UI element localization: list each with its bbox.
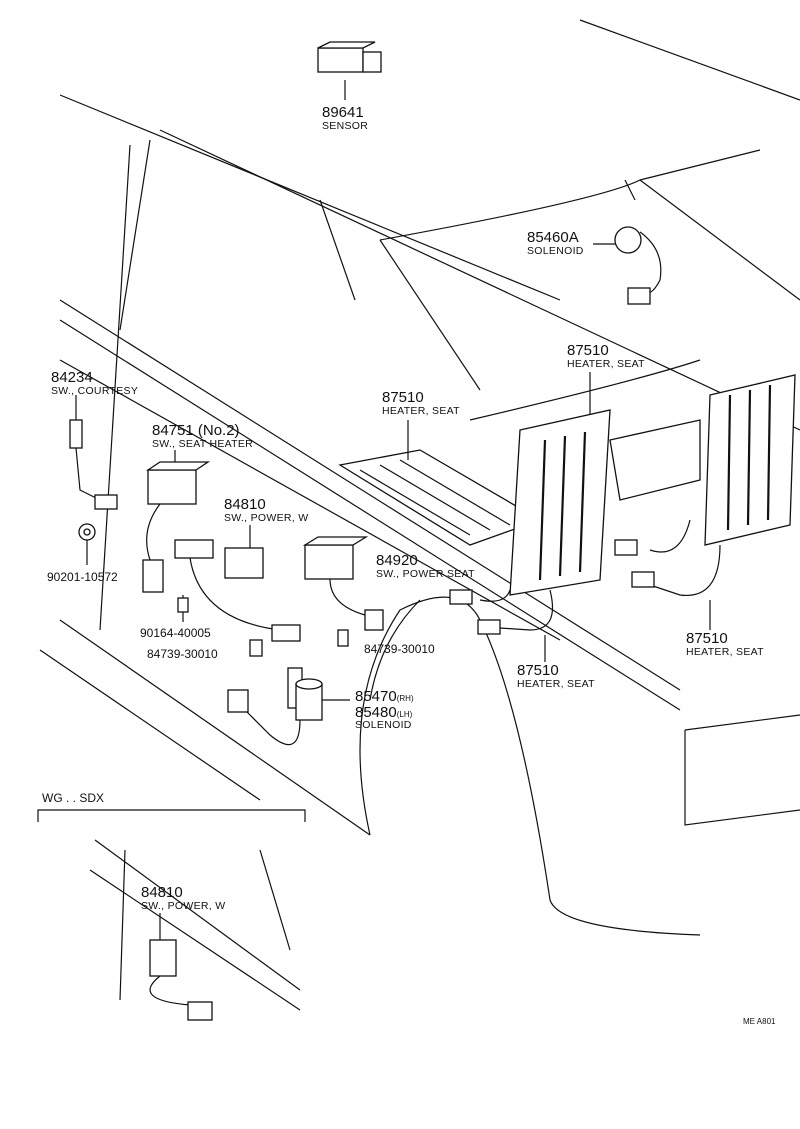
part-number-90164-40005: 90164-40005 bbox=[140, 626, 211, 640]
part-number-84739-30010-b: 84739-30010 bbox=[364, 642, 435, 656]
part-name-heater-seat-c: HEATER, SEAT bbox=[686, 646, 764, 658]
part-number-85480: 85480(LH) bbox=[355, 704, 413, 721]
seat-heater-switch-part bbox=[142, 450, 211, 593]
part-side-lh: (LH) bbox=[396, 710, 413, 719]
part-name-solenoid-85460a: SOLENOID bbox=[527, 245, 584, 257]
part-number-89641: 89641 bbox=[322, 104, 364, 121]
power-window-switch-part bbox=[174, 525, 301, 657]
part-name-sensor: SENSOR bbox=[322, 120, 369, 132]
inset-label: WG . . SDX bbox=[42, 791, 105, 805]
part-name-power-seat-switch: SW., POWER SEAT bbox=[376, 568, 475, 580]
part-number-85460a: 85460A bbox=[527, 229, 579, 246]
inset-bracket bbox=[37, 809, 306, 1021]
part-number-84920: 84920 bbox=[376, 552, 418, 569]
part-name-seat-heater-switch: SW., SEAT HEATER bbox=[152, 438, 254, 450]
part-number-87510-d: 87510 bbox=[517, 662, 559, 679]
part-name-solenoid-85470: SOLENOID bbox=[355, 719, 412, 731]
solenoid-part-85460a bbox=[593, 226, 662, 305]
part-side-rh: (RH) bbox=[396, 694, 414, 703]
part-number-84234: 84234 bbox=[51, 369, 93, 386]
seat-heater-panels bbox=[338, 372, 796, 662]
part-number-85470: 85470(RH) bbox=[355, 688, 414, 705]
power-seat-switch-part bbox=[302, 536, 384, 647]
courtesy-switch-part bbox=[69, 395, 118, 565]
part-name-power-window-switch-b: SW., POWER, W bbox=[141, 900, 226, 912]
part-name-power-window-switch-a: SW., POWER, W bbox=[224, 512, 309, 524]
reference-code: ME A801 bbox=[743, 1017, 776, 1026]
part-name-heater-seat-b: HEATER, SEAT bbox=[382, 405, 460, 417]
solenoid-part-85470 bbox=[227, 667, 350, 746]
part-number-84810-b: 84810 bbox=[141, 884, 183, 901]
part-number-87510-c: 87510 bbox=[686, 630, 728, 647]
part-number-87510-a: 87510 bbox=[567, 342, 609, 359]
part-number-84751: 84751 (No.2) bbox=[152, 422, 240, 439]
part-name-heater-seat-a: HEATER, SEAT bbox=[567, 358, 645, 370]
sensor-part bbox=[317, 41, 382, 100]
part-number-84739-30010-a: 84739-30010 bbox=[147, 647, 218, 661]
part-number-84810-a: 84810 bbox=[224, 496, 266, 513]
part-number-87510-b: 87510 bbox=[382, 389, 424, 406]
part-name-courtesy-switch: SW., COURTESY bbox=[51, 385, 139, 397]
part-number-90201-10572: 90201-10572 bbox=[47, 570, 118, 584]
part-name-heater-seat-d: HEATER, SEAT bbox=[517, 678, 595, 690]
